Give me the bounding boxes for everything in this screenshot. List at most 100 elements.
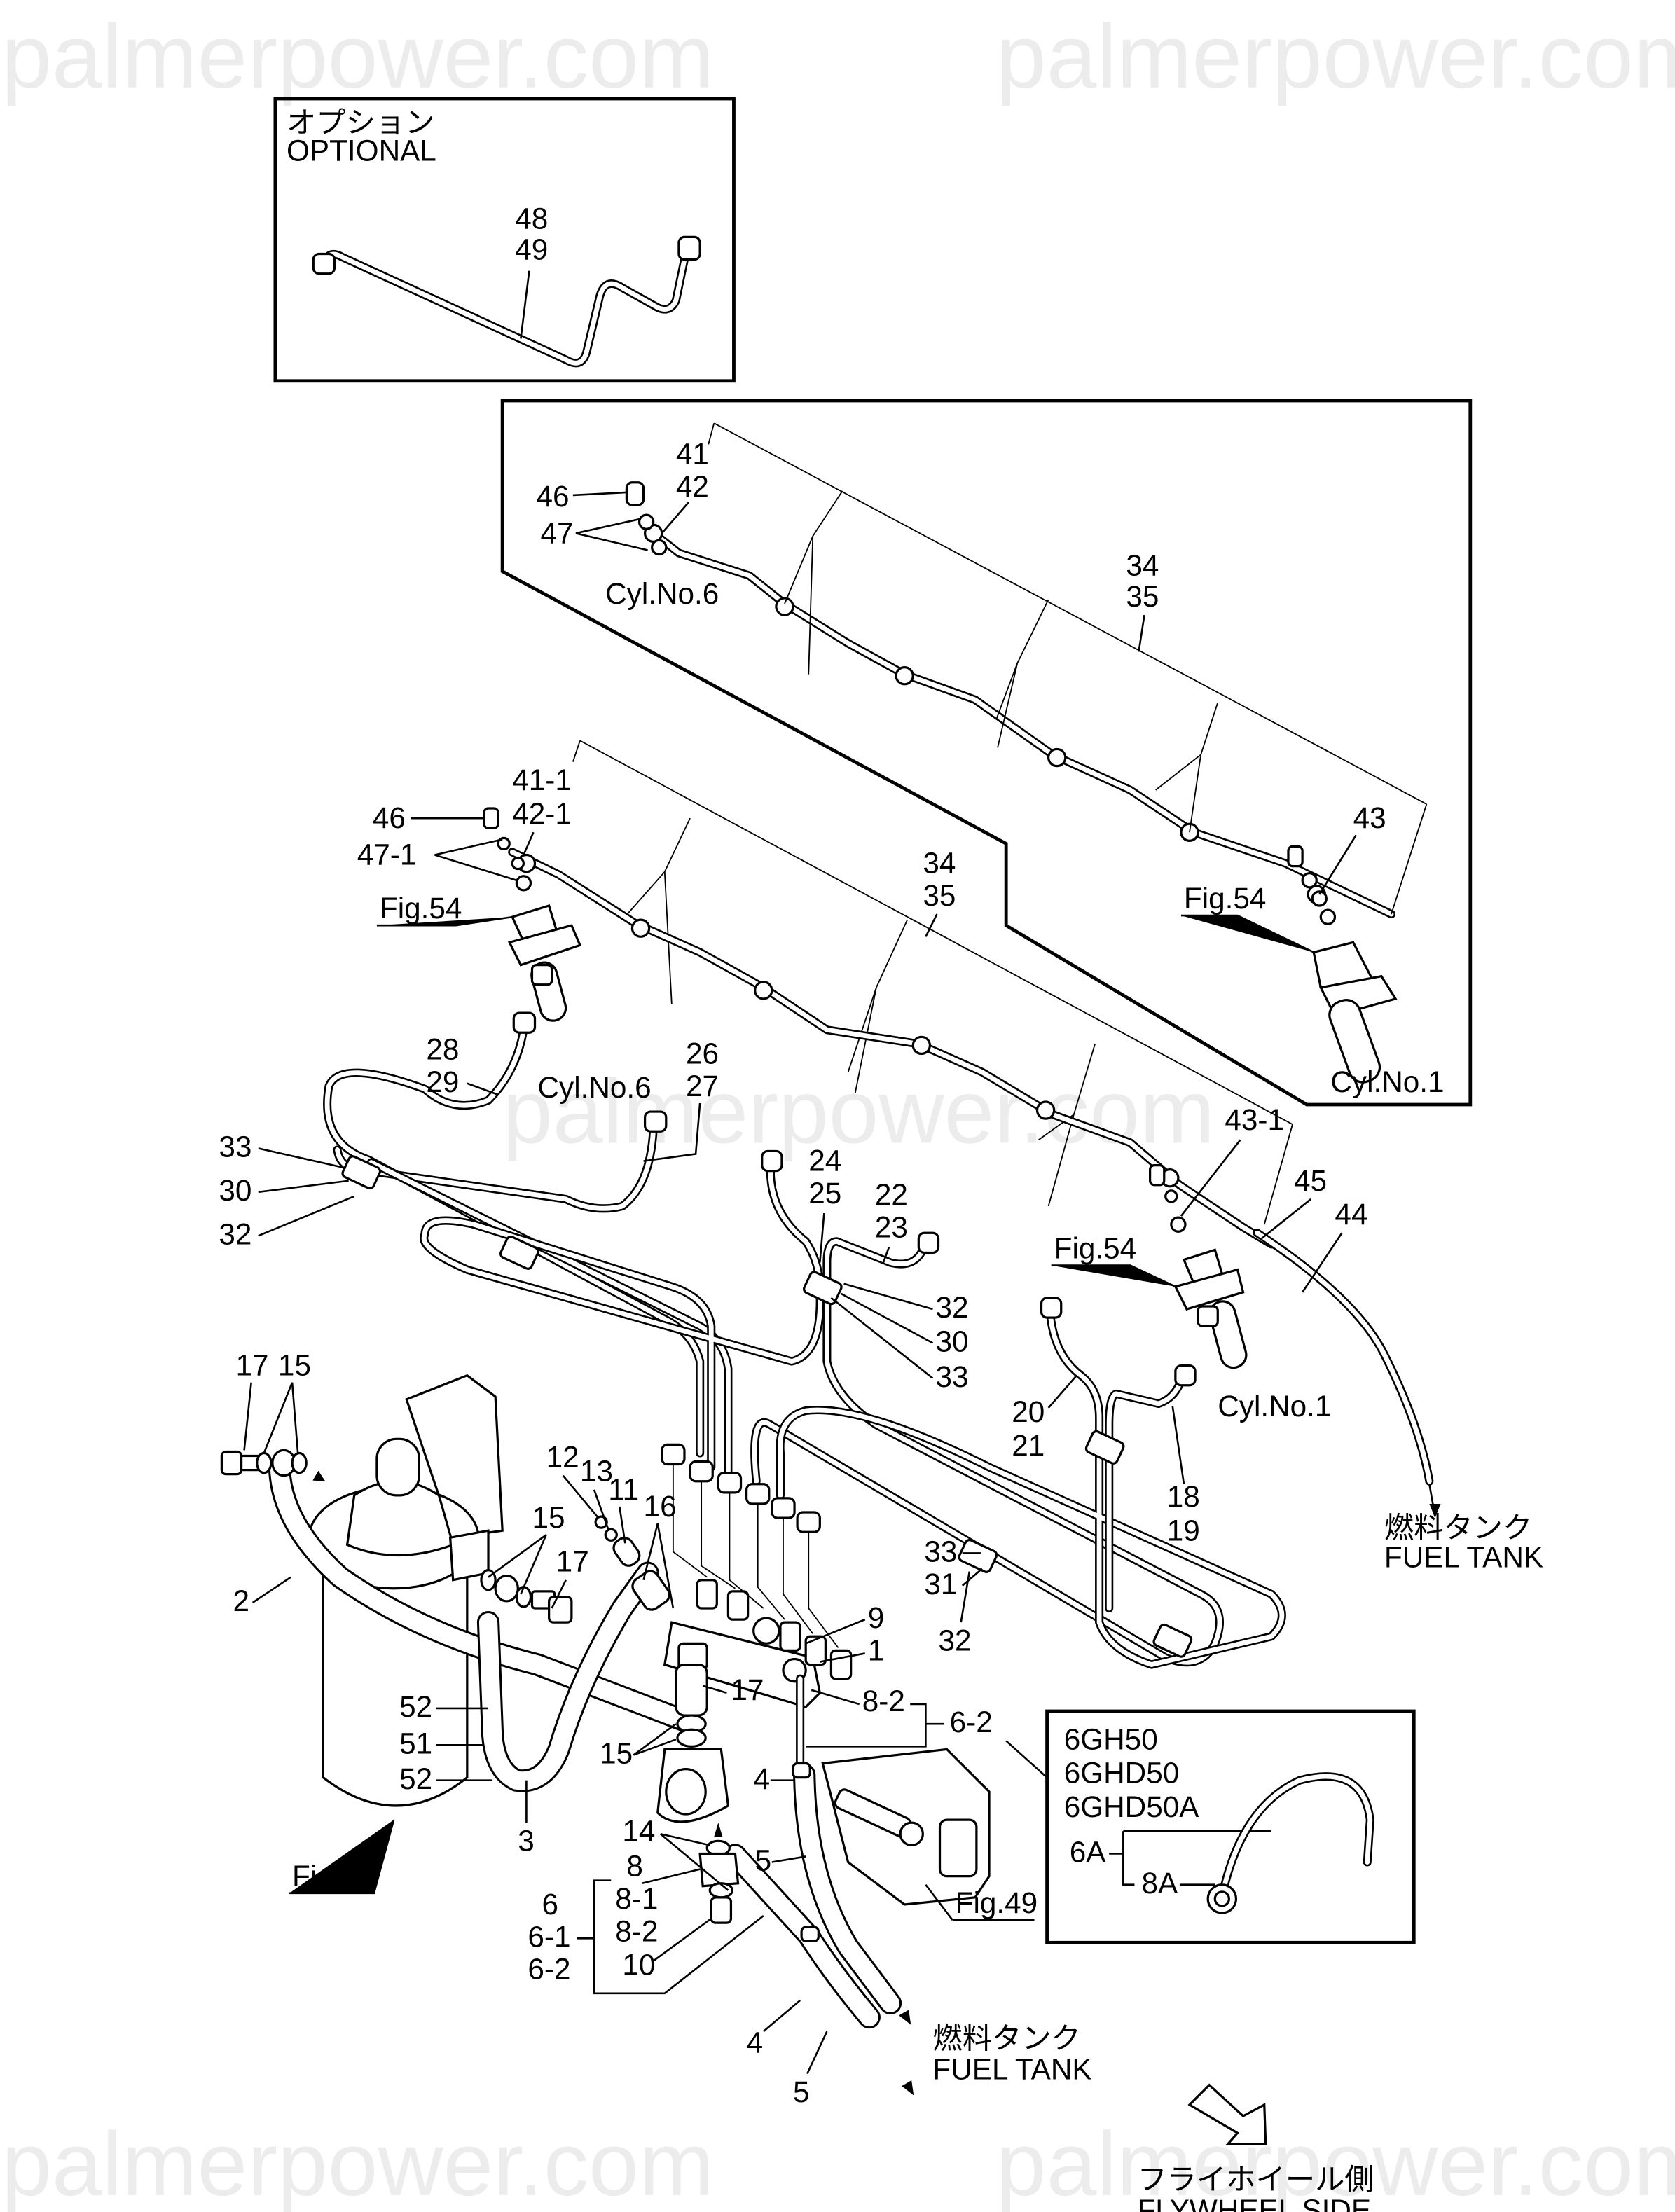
watermark-top-left: palmerpower.com (1, 6, 714, 107)
label-21: 21 (1012, 1429, 1045, 1462)
label-6-1: 6-1 (528, 1920, 570, 1953)
flywheel-en: FLYWHEEL SIDE (1137, 2194, 1371, 2212)
washer-icon (604, 1528, 618, 1542)
label-15-b: 15 (532, 1501, 565, 1534)
pipe-clamps (341, 1155, 1193, 1658)
label-3: 3 (518, 1824, 535, 1857)
label-52-a: 52 (399, 1690, 432, 1723)
label-31-c: 31 (924, 1568, 957, 1601)
label-42-1: 42-1 (512, 797, 572, 830)
label-24: 24 (808, 1145, 841, 1177)
label-34-upper: 34 (1126, 549, 1159, 582)
plug-icon (665, 1767, 707, 1816)
label-16: 16 (644, 1490, 677, 1523)
label-17-b: 17 (556, 1545, 589, 1578)
bolt-10-icon (710, 1896, 733, 1924)
label-8a: 8A (1142, 1867, 1179, 1900)
label-8: 8 (626, 1850, 643, 1883)
label-13: 13 (580, 1455, 613, 1488)
label-5-a: 5 (755, 1844, 772, 1877)
hose-clamp-icon (792, 1762, 811, 1779)
label-12: 12 (546, 1441, 579, 1474)
washer-icon (651, 539, 668, 556)
fuel-tank-bottom-en: FUEL TANK (932, 2053, 1091, 2086)
bolt-17-icon (548, 1596, 573, 1624)
optional-title-en: OPTIONAL (287, 134, 436, 167)
lower-assembly: 17 15 2 12 13 11 16 15 17 9 1 17 8-2 6-2… (220, 1349, 1038, 2108)
label-15-c: 15 (600, 1737, 633, 1770)
eye-fitting-icon (494, 1575, 519, 1603)
label-41-upper: 41 (676, 438, 709, 471)
label-43-1: 43-1 (1225, 1103, 1284, 1136)
injector-cyl1-upper (1287, 845, 1398, 1084)
fig54-middle-left: Fig.54 (380, 892, 462, 925)
label-47-1: 47-1 (357, 838, 417, 871)
label-6a: 6A (1070, 1836, 1107, 1869)
injector-cyl1 (1148, 1163, 1248, 1369)
upper-assembly-frame (500, 399, 1473, 1107)
label-8-1: 8-1 (615, 1882, 658, 1915)
hose-clamp-icon (800, 1926, 820, 1942)
label-17-a: 17 (236, 1349, 269, 1382)
label-25: 25 (808, 1177, 841, 1210)
cyl-no6-middle: Cyl.No.6 (538, 1071, 652, 1104)
label-6-2: 6-2 (950, 1706, 993, 1739)
ground-wire (1206, 1772, 1374, 1914)
fuel-tank-en: FUEL TANK (1384, 1541, 1543, 1574)
flywheel-direction-arrow-icon (1187, 2083, 1267, 2145)
fuel-tank-right: 燃料タンク FUEL TANK (1384, 1511, 1543, 1573)
label-11: 11 (608, 1473, 639, 1506)
fitting-nut-icon (312, 252, 336, 275)
label-5-b: 5 (793, 2075, 810, 2108)
fig54-upper-right: Fig.54 (1184, 882, 1267, 915)
upper-assembly: 46 41 42 47 Cyl.No.6 34 35 43 Fig.54 Cyl… (500, 399, 1473, 1107)
arrow-down-icon (1429, 1503, 1441, 1519)
label-20: 20 (1012, 1395, 1045, 1428)
label-4-b: 4 (747, 2026, 764, 2059)
cyl-no1-upper: Cyl.No.1 (1330, 1065, 1444, 1098)
label-51: 51 (399, 1727, 432, 1760)
label-32-c: 32 (939, 1624, 972, 1657)
label-15-a: 15 (278, 1349, 311, 1382)
label-28: 28 (426, 1033, 459, 1066)
watermark-bottom-left: palmerpower.com (1, 2114, 714, 2212)
valve-11-icon (612, 1536, 641, 1567)
flywheel-side: フライホイール側 FLYWHEEL SIDE (1137, 2083, 1374, 2212)
watermark-top-right: palmerpower.com (996, 6, 1675, 107)
label-27: 27 (686, 1070, 719, 1102)
label-32-b: 32 (935, 1291, 968, 1324)
cyl-no1-middle: Cyl.No.1 (1218, 1390, 1331, 1423)
model-box: 6GH50 6GHD50 6GHD50A 6A 8A (1005, 1709, 1416, 1944)
label-9: 9 (868, 1601, 885, 1634)
arrow-right-icon (312, 1470, 326, 1481)
label-14: 14 (622, 1814, 655, 1847)
label-6: 6 (542, 1888, 559, 1921)
label-18: 18 (1167, 1480, 1200, 1513)
fuel-feed-pump (821, 1748, 991, 1906)
injector-cyl6 (483, 807, 582, 1022)
label-33-b: 33 (935, 1360, 968, 1393)
label-44: 44 (1335, 1198, 1367, 1231)
arrow-down-icon (902, 2080, 914, 2096)
label-48: 48 (515, 202, 548, 235)
middle-assembly: 46 41-1 42-1 47-1 Fig.54 28 29 Cyl.No.6 … (219, 740, 1441, 1669)
label-45: 45 (1294, 1164, 1327, 1197)
label-43-upper: 43 (1353, 801, 1386, 834)
label-32-a: 32 (219, 1217, 251, 1250)
model-box-frame (1045, 1709, 1416, 1944)
label-41-1: 41-1 (512, 763, 572, 796)
watermarks: palmerpower.com palmerpower.com palmerpo… (1, 6, 1675, 2212)
fitting-16-icon (631, 1570, 671, 1611)
label-46-upper: 46 (537, 480, 570, 513)
cyl-no6-upper: Cyl.No.6 (605, 577, 719, 610)
label-1: 1 (868, 1634, 885, 1667)
arrow-down-icon (899, 2010, 911, 2025)
fig54-middle-right: Fig.54 (1054, 1232, 1137, 1265)
optional-title-jp: オプション (287, 106, 434, 139)
label-4-a: 4 (754, 1762, 771, 1795)
optional-pipe (312, 235, 701, 368)
bolt-17-icon (675, 1663, 708, 1717)
label-34-middle: 34 (923, 847, 956, 880)
model-6ghd50a: 6GHD50A (1064, 1790, 1200, 1823)
fig49-ref: Fig.49 (956, 1886, 1038, 1919)
